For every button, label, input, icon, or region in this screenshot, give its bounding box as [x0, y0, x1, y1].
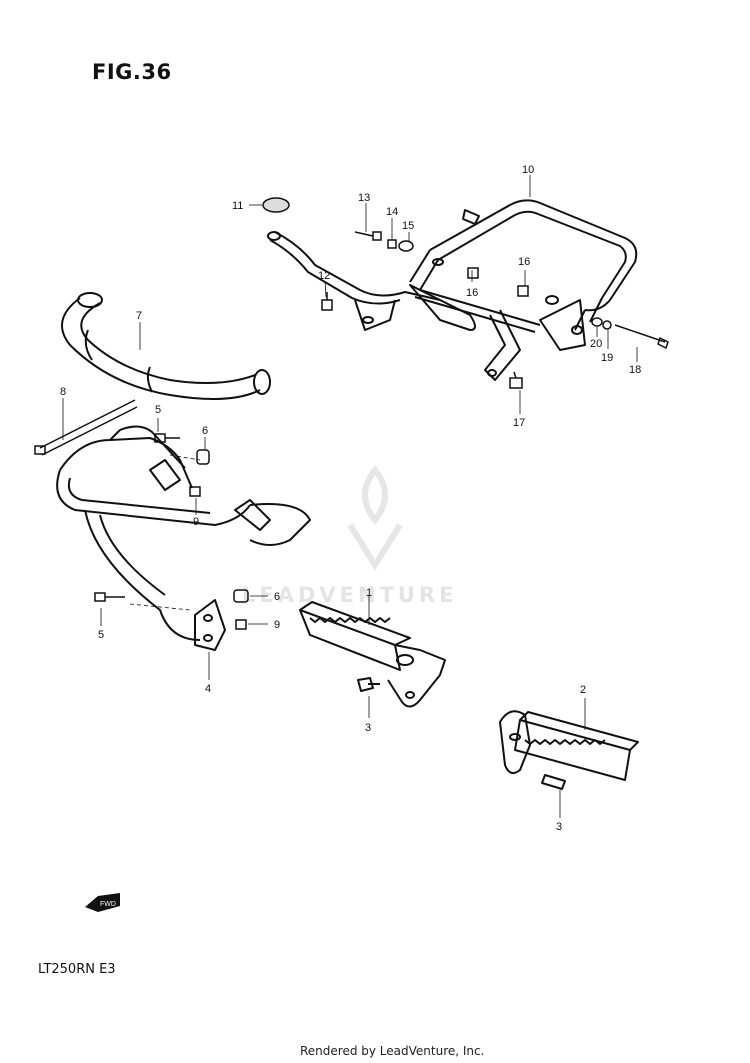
callout-3: 3 — [365, 722, 371, 734]
rack-leader-lines — [249, 175, 638, 414]
callout-15: 15 — [402, 220, 414, 232]
callout-9: 9 — [193, 516, 199, 528]
callout-9b: 9 — [274, 619, 280, 631]
callout-11: 11 — [232, 200, 243, 212]
front-guard-leader-lines — [62, 322, 268, 680]
callout-20: 20 — [590, 338, 602, 350]
footrest-left — [299, 601, 446, 708]
callout-labels: 1 2 3 3 4 5 5 6 6 7 8 9 9 10 11 12 13 14… — [60, 164, 641, 833]
footer-credit: Rendered by LeadVenture, Inc. — [300, 1044, 485, 1058]
callout-18: 18 — [629, 364, 641, 376]
callout-12: 12 — [318, 270, 330, 282]
callout-5b: 5 — [98, 629, 104, 641]
front-guard-frame — [56, 425, 311, 651]
callout-17: 17 — [513, 417, 525, 429]
callout-3b: 3 — [556, 821, 562, 833]
front-guard-cover — [61, 292, 271, 400]
callout-14: 14 — [386, 206, 398, 218]
callout-16b: 16 — [518, 256, 530, 268]
model-code: LT250RN E3 — [38, 962, 116, 977]
callout-16: 16 — [466, 287, 478, 299]
callout-13: 13 — [358, 192, 370, 204]
fwd-label: FWD — [100, 901, 116, 908]
callout-8: 8 — [60, 386, 66, 398]
cable-tie — [34, 399, 138, 456]
footrest-right — [499, 710, 639, 790]
fwd-arrow-icon: FWD — [85, 893, 120, 912]
callout-7: 7 — [136, 310, 142, 322]
rear-rack — [267, 199, 638, 381]
callout-19: 19 — [601, 352, 613, 364]
callout-6b: 6 — [274, 591, 280, 603]
callout-5: 5 — [155, 404, 161, 416]
front-guard-hardware — [94, 433, 249, 630]
footrest-leader-lines — [368, 596, 586, 818]
callout-6: 6 — [202, 425, 208, 437]
callout-2: 2 — [580, 684, 586, 696]
watermark-text: LEADVENTURE — [242, 583, 458, 607]
callout-1: 1 — [366, 587, 372, 599]
callout-10: 10 — [522, 164, 534, 176]
watermark-logo — [347, 465, 403, 571]
figure-title: FIG.36 — [92, 60, 172, 84]
callout-4: 4 — [205, 683, 211, 695]
